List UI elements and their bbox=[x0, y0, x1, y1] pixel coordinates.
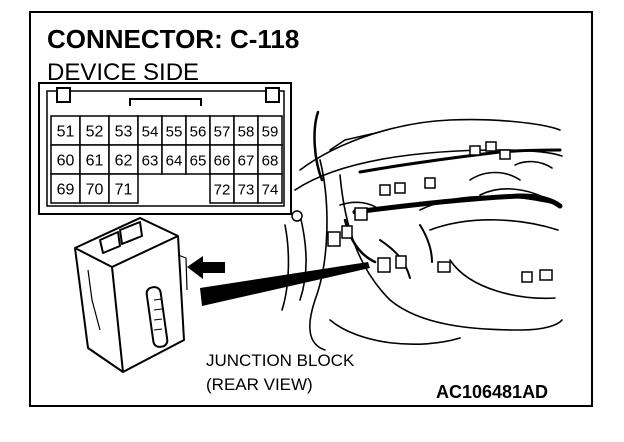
terminal-number: 68 bbox=[262, 153, 279, 170]
terminal-number: 59 bbox=[262, 124, 279, 141]
dashboard-illustration bbox=[281, 118, 563, 351]
terminal-number: 55 bbox=[166, 124, 183, 141]
terminal-number: 53 bbox=[115, 124, 133, 141]
terminal-number: 52 bbox=[86, 124, 104, 141]
terminal-cell bbox=[108, 144, 139, 175]
terminal-number: 66 bbox=[214, 153, 231, 170]
terminal-number: 60 bbox=[57, 153, 75, 170]
connector-outline bbox=[38, 82, 292, 215]
terminal-number: 70 bbox=[86, 182, 104, 199]
terminal-number: 64 bbox=[166, 153, 183, 170]
terminal-number: 63 bbox=[142, 153, 159, 170]
terminal-number: 71 bbox=[115, 182, 133, 199]
caption-line-2: (REAR VIEW) bbox=[206, 375, 313, 394]
terminal-cell bbox=[257, 115, 283, 146]
terminal-cell bbox=[137, 144, 163, 175]
terminal-cell bbox=[79, 115, 110, 146]
terminal-cell bbox=[257, 173, 283, 204]
terminal-grid: 51 52 53 54 55 56 57 58 59 60 61 62 63 64 65 66 67 68 69 70… bbox=[50, 115, 283, 204]
arrow-icon bbox=[187, 256, 225, 279]
view-label: DEVICE SIDE bbox=[47, 59, 200, 86]
terminal-number: 61 bbox=[86, 153, 104, 170]
junction-block-illustration bbox=[74, 217, 188, 373]
terminal-number: 51 bbox=[57, 124, 75, 141]
terminal-number: 56 bbox=[190, 124, 207, 141]
terminal-cell bbox=[209, 144, 235, 175]
terminal-number: 58 bbox=[238, 124, 255, 141]
caption-line-1: JUNCTION BLOCK bbox=[206, 351, 355, 370]
leader-wedge bbox=[200, 262, 370, 306]
connector-title: CONNECTOR: C-118 bbox=[47, 24, 300, 54]
terminal-number: 69 bbox=[57, 182, 75, 199]
terminal-cell bbox=[161, 144, 187, 175]
terminal-number: 74 bbox=[262, 182, 279, 199]
wiring-harness bbox=[313, 110, 563, 279]
terminal-number: 54 bbox=[142, 124, 159, 141]
figure-code: AC106481AD bbox=[436, 382, 549, 402]
harness-connectors bbox=[291, 141, 553, 283]
terminal-number: 62 bbox=[115, 153, 133, 170]
diagram-frame bbox=[29, 11, 593, 407]
terminal-number: 65 bbox=[190, 153, 207, 170]
terminal-number: 67 bbox=[238, 153, 255, 170]
terminal-number: 73 bbox=[238, 182, 255, 199]
terminal-cell bbox=[209, 173, 235, 204]
terminal-number: 72 bbox=[214, 182, 231, 199]
terminal-number: 57 bbox=[214, 124, 231, 141]
terminal-cell bbox=[108, 173, 139, 204]
